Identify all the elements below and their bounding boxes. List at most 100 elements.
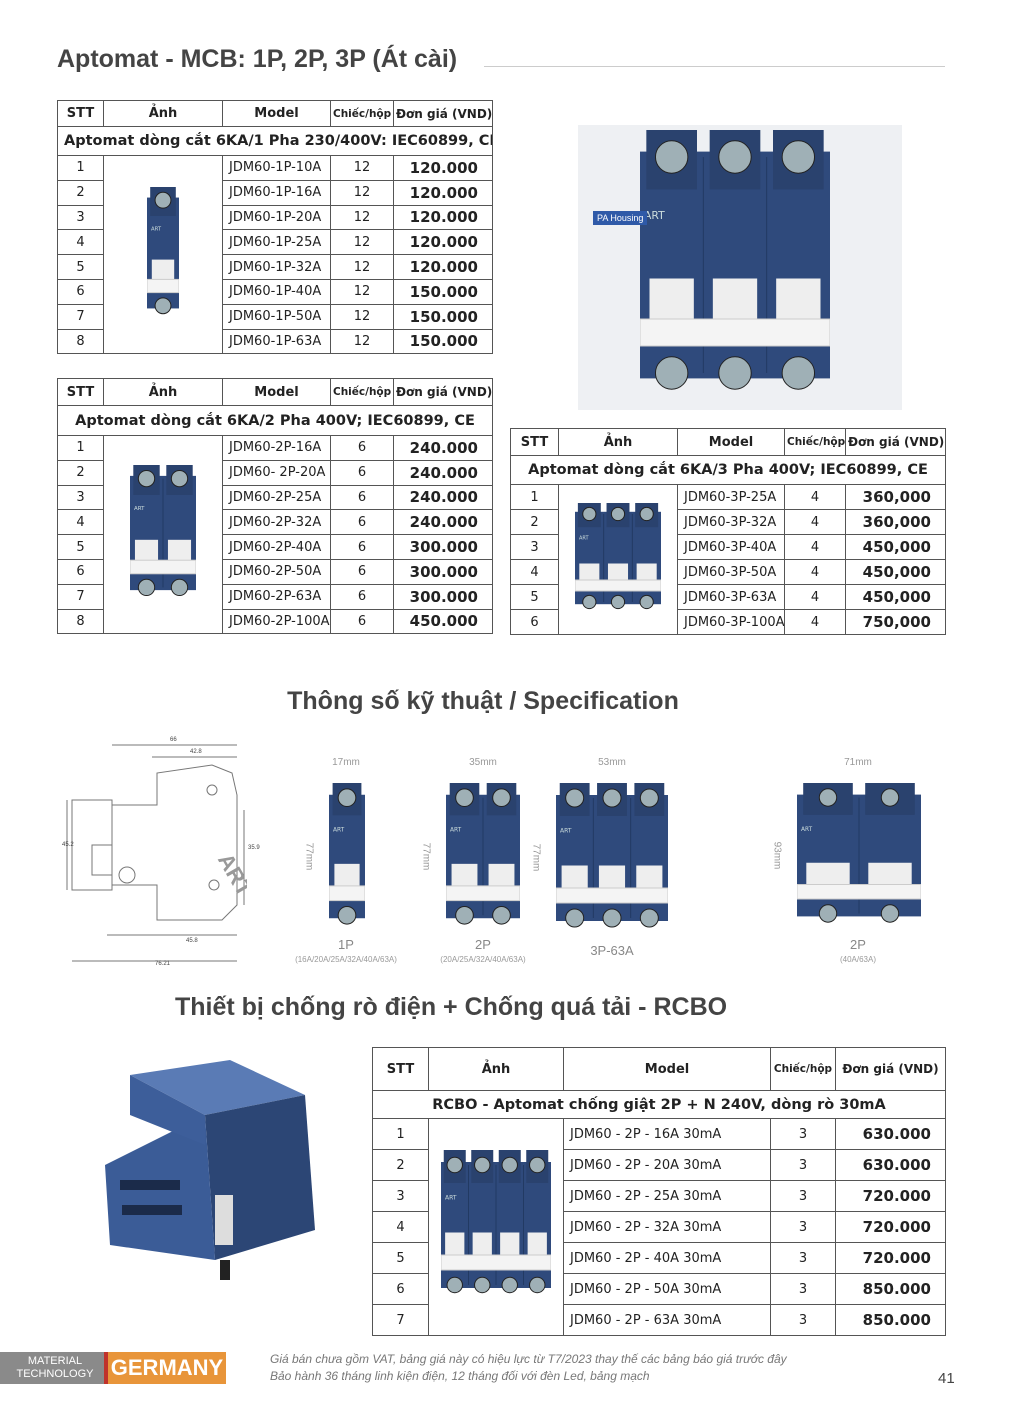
- spec-height: 77mm: [303, 842, 315, 870]
- row-price: 300.000: [393, 583, 493, 610]
- row-model: JDM60-2P-50A: [222, 558, 331, 585]
- row-stt: 2: [57, 179, 104, 206]
- row-stt: 4: [372, 1211, 429, 1243]
- row-price: 630.000: [835, 1149, 946, 1181]
- spec-sub: (40A/63A): [839, 955, 877, 964]
- row-price: 750,000: [845, 609, 946, 635]
- header-price: Đơn giá (VND): [845, 428, 946, 456]
- header-image: Ảnh: [103, 100, 223, 127]
- row-price: 120.000: [393, 179, 493, 206]
- row-model: JDM60 - 2P - 25A 30mA: [563, 1180, 771, 1212]
- row-stt: 3: [510, 534, 559, 560]
- svg-text:ART: ART: [134, 506, 145, 512]
- row-stt: 2: [57, 459, 104, 486]
- row-qty: 6: [330, 484, 394, 511]
- row-qty: 4: [784, 484, 846, 510]
- row-qty: 6: [330, 509, 394, 536]
- svg-text:ART: ART: [644, 209, 665, 222]
- row-model: JDM60 - 2P - 32A 30mA: [563, 1211, 771, 1243]
- dim-inner: 42.8: [190, 749, 202, 755]
- row-stt: 6: [57, 558, 104, 585]
- rcbo-title: Thiết bị chống rò điện + Chống quá tải -…: [175, 993, 728, 1021]
- header-stt: STT: [57, 378, 104, 406]
- mcb-1p-table: STT Ảnh Model Chiếc/hộp Đơn giá (VND) Ap…: [57, 100, 493, 355]
- header-image: Ảnh: [103, 378, 223, 406]
- spec-width: 71mm: [844, 757, 872, 768]
- row-stt: 3: [57, 204, 104, 231]
- spec-height: 77mm: [530, 843, 542, 872]
- spec-width: 35mm: [469, 757, 497, 768]
- row-price: 240.000: [393, 509, 493, 536]
- dim-top: 66: [170, 737, 177, 743]
- row-qty: 6: [330, 459, 394, 486]
- row-model: JDM60-2P-16A: [222, 435, 331, 461]
- product-image: ART: [558, 484, 678, 635]
- row-qty: 12: [330, 179, 394, 206]
- footer-note-1: Giá bán chưa gồm VAT, bảng giá này có hi…: [270, 1352, 787, 1366]
- row-model: JDM60-2P-63A: [222, 583, 331, 610]
- row-stt: 1: [372, 1118, 429, 1150]
- row-qty: 4: [784, 609, 846, 635]
- brand-line2: TECHNOLOGY: [16, 1368, 94, 1380]
- rcbo-product-photo: [105, 1060, 315, 1280]
- row-qty: 3: [770, 1118, 836, 1150]
- header-stt: STT: [510, 428, 559, 456]
- mcb-3p-product-photo: ART PA Housing: [578, 125, 902, 410]
- spec-width: 17mm: [332, 757, 360, 768]
- row-model: JDM60-1P-50A: [222, 303, 331, 330]
- row-qty: 4: [784, 584, 846, 610]
- brand-line1: MATERIAL: [27, 1355, 83, 1367]
- spec-product-1: ART: [445, 783, 521, 935]
- page-number: 41: [938, 1370, 955, 1387]
- dim-bottom: 76.21: [155, 961, 171, 967]
- row-qty: 3: [770, 1304, 836, 1336]
- row-model: JDM60- 2P-20A: [222, 459, 331, 486]
- row-price: 240.000: [393, 435, 493, 461]
- row-qty: 4: [784, 509, 846, 535]
- row-price: 120.000: [393, 204, 493, 231]
- svg-text:ART: ART: [560, 828, 572, 835]
- header-model: Model: [222, 378, 331, 406]
- row-model: JDM60 - 2P - 16A 30mA: [563, 1118, 771, 1150]
- svg-text:ART: ART: [333, 828, 345, 834]
- row-stt: 1: [57, 155, 104, 181]
- header-stt: STT: [372, 1047, 429, 1091]
- row-stt: 6: [510, 609, 559, 635]
- row-price: 850.000: [835, 1273, 946, 1305]
- spec-label: 2P: [475, 937, 491, 952]
- row-model: JDM60-3P-50A: [677, 559, 785, 585]
- row-qty: 12: [330, 303, 394, 330]
- svg-text:ART: ART: [445, 1195, 457, 1202]
- row-qty: 4: [784, 534, 846, 560]
- spec-label: 3P-63A: [590, 943, 634, 958]
- row-qty: 6: [330, 558, 394, 585]
- row-qty: 3: [770, 1149, 836, 1181]
- row-stt: 7: [57, 583, 104, 610]
- row-stt: 2: [372, 1149, 429, 1181]
- row-qty: 12: [330, 328, 394, 355]
- row-stt: 6: [372, 1273, 429, 1305]
- row-qty: 6: [330, 534, 394, 560]
- header-stt: STT: [57, 100, 104, 127]
- row-stt: 7: [372, 1304, 429, 1336]
- table-title: RCBO - Aptomat chống giật 2P + N 240V, d…: [372, 1090, 946, 1119]
- row-model: JDM60 - 2P - 63A 30mA: [563, 1304, 771, 1336]
- row-price: 450,000: [845, 559, 946, 585]
- spec-height: 77mm: [420, 842, 432, 870]
- table-title: Aptomat dòng cắt 6KA/3 Pha 400V; IEC6089…: [510, 455, 946, 485]
- product-image: ART: [103, 154, 223, 355]
- product-image: ART: [428, 1118, 564, 1336]
- header-model: Model: [677, 428, 785, 456]
- spec-height: 93mm: [771, 841, 783, 869]
- row-price: 360,000: [845, 484, 946, 510]
